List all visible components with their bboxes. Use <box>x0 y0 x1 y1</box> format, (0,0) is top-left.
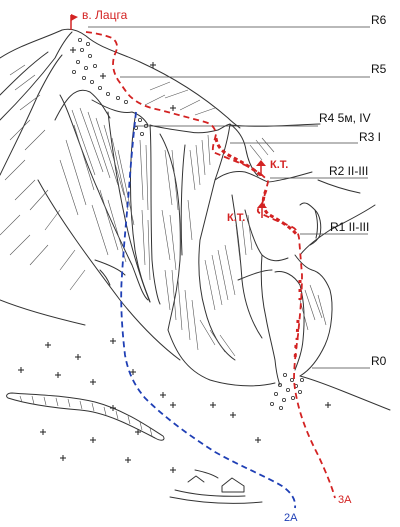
checkpoint-1-flag-icon <box>256 160 266 176</box>
glacier-features <box>6 392 263 504</box>
rock-hatching <box>0 64 327 357</box>
pitch-label-r3: R3 I <box>359 130 381 144</box>
scree-dots <box>72 38 304 410</box>
route-3a-label: 3А <box>338 494 352 506</box>
checkpoint-2-label: К.Т. <box>227 212 245 224</box>
pitch-label-r4: R4 5м, IV <box>319 111 371 125</box>
pitch-leader-lines <box>88 26 370 369</box>
checkpoint-1-label: К.Т. <box>270 159 288 171</box>
route-2a-label: 2А <box>284 512 298 524</box>
route-2a-line <box>120 111 297 509</box>
mountain-outline <box>0 28 391 411</box>
pitch-label-r0: R0 <box>371 354 387 368</box>
summit-flag-icon <box>70 14 78 30</box>
route-3a-line <box>85 31 336 499</box>
pitch-label-r2: R2 II-III <box>329 164 368 178</box>
summit-label: в. Лацга <box>82 8 128 22</box>
terrain-crosses <box>18 47 331 473</box>
pitch-label-r5: R5 <box>371 62 387 76</box>
pitch-label-r1: R1 II-III <box>330 220 369 234</box>
pitch-label-r6: R6 <box>371 13 387 27</box>
checkpoint-2-flag-icon <box>257 202 267 218</box>
